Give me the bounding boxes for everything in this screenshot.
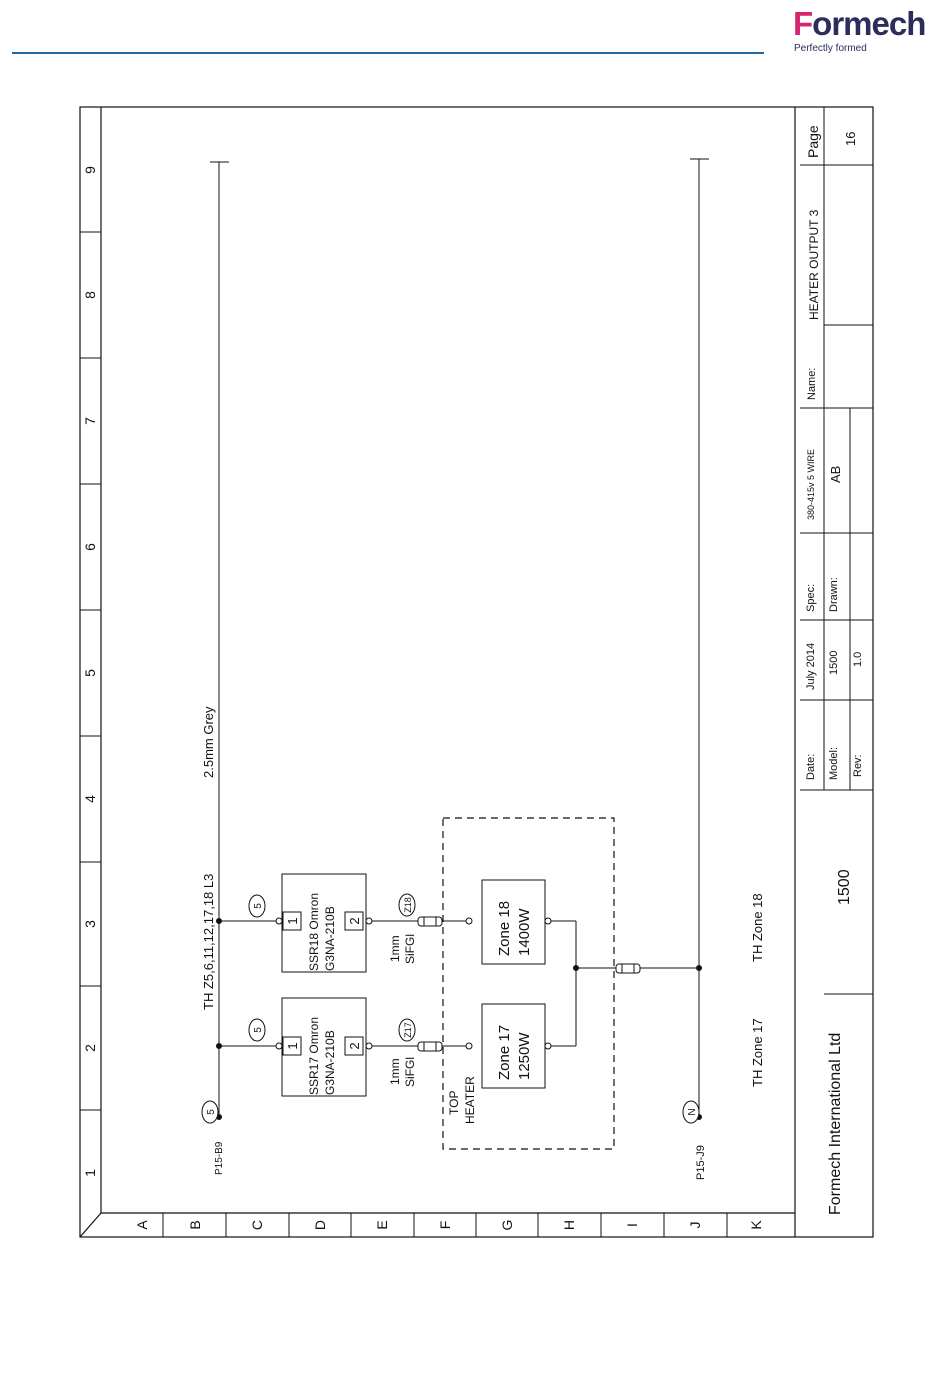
name-value: HEATER OUTPUT 3 <box>807 209 821 320</box>
drawn-label: Drawn: <box>828 577 840 612</box>
column-label: 8 <box>82 291 98 299</box>
row-label: B <box>187 1220 203 1229</box>
ssr18-pin1: 1 <box>285 917 300 924</box>
ssr17-part: G3NA-210B <box>323 1030 337 1095</box>
terminal-top: 5 P15-B9 <box>201 1100 225 1175</box>
column-label: 7 <box>82 417 98 425</box>
terminal-bottom: N P15-J9 <box>682 1100 707 1180</box>
page-label: Page <box>805 125 821 158</box>
wire18-type: SiFGl <box>403 934 417 964</box>
line-label: TH Z5,6,11,12,17,18 L3 <box>201 874 216 1010</box>
date-label: Date: <box>805 754 817 780</box>
date-value: July 2014 <box>805 643 817 690</box>
row-label: E <box>374 1220 390 1229</box>
column-label: 2 <box>82 1044 98 1052</box>
terminal-top-tag: 5 <box>206 1109 217 1115</box>
top-heater-group <box>442 817 615 1150</box>
row-label: A <box>134 1220 150 1230</box>
row-label: J <box>687 1222 703 1229</box>
column-label: 9 <box>82 166 98 174</box>
ssr18-wire-tag: Z18 <box>403 897 413 913</box>
spec-label: Spec: <box>805 584 817 612</box>
spec-value: 380-415v 5 WIRE <box>806 449 816 520</box>
logo-tagline: Perfectly formed <box>794 43 867 54</box>
terminal-bottom-ref: P15-J9 <box>695 1145 707 1180</box>
row-label: H <box>561 1220 577 1230</box>
drawn-value: AB <box>828 466 843 483</box>
rev-value: 1.0 <box>852 652 864 667</box>
th-zone18-label: TH Zone 18 <box>750 893 765 962</box>
zone17-power: 1250W <box>516 1032 533 1080</box>
wire18-size: 1mm <box>388 935 402 962</box>
logo-wordmark: Formech <box>793 5 926 42</box>
formech-logo: Formech Perfectly formed <box>793 6 943 56</box>
ssr17-name: SSR17 Omron <box>307 1017 321 1095</box>
page-value: 16 <box>843 132 858 146</box>
neutral-rail <box>690 158 709 1120</box>
top-heater-label-1: TOP <box>447 1091 461 1115</box>
header-rule <box>12 52 764 54</box>
wire17-size: 1mm <box>388 1058 402 1085</box>
ssr18-name: SSR18 Omron <box>307 893 321 971</box>
terminal-bottom-tag: N <box>687 1108 698 1115</box>
zone-heaters <box>481 879 699 1089</box>
ssr17-tag: 5 <box>253 1027 264 1033</box>
row-label: G <box>499 1220 515 1231</box>
row-label: K <box>748 1220 764 1230</box>
zone17-name: Zone 17 <box>496 1025 513 1080</box>
th-zone17-label: TH Zone 17 <box>750 1018 765 1087</box>
row-label: I <box>624 1223 640 1227</box>
row-label: C <box>249 1220 265 1230</box>
ssr17-branch <box>219 997 473 1097</box>
ssr18-pin2: 2 <box>347 917 362 924</box>
ssr17-wire-tag: Z17 <box>403 1022 413 1038</box>
terminal-top-ref: P15-B9 <box>214 1141 225 1175</box>
column-ruler <box>80 231 101 1111</box>
top-heater-label-2: HEATER <box>463 1076 477 1124</box>
rev-label: Rev: <box>852 754 864 777</box>
ssr18-branch <box>219 873 473 973</box>
model-big: 1500 <box>836 869 853 905</box>
ssr18-part: G3NA-210B <box>323 906 337 971</box>
title-block-lines <box>800 107 873 995</box>
row-label: D <box>312 1220 328 1230</box>
row-ruler <box>162 1213 728 1237</box>
zone18-power: 1400W <box>516 908 533 956</box>
wire17-type: SiFGl <box>403 1057 417 1087</box>
column-label: 1 <box>82 1169 98 1177</box>
supply-rail-l3 <box>210 161 229 1120</box>
model-value: 1500 <box>828 651 840 675</box>
column-label: 6 <box>82 543 98 551</box>
column-label: 4 <box>82 795 98 803</box>
model-label: Model: <box>828 747 840 780</box>
name-label: Name: <box>806 368 818 400</box>
ssr17-pin1: 1 <box>285 1042 300 1049</box>
row-labels: A B C D E F G H I J K <box>134 1220 764 1231</box>
row-label: F <box>437 1221 453 1230</box>
column-label: 3 <box>82 920 98 928</box>
wire-label: 2.5mm Grey <box>201 706 216 778</box>
column-label: 5 <box>82 669 98 677</box>
ssr18-tag: 5 <box>253 903 264 909</box>
ssr17-pin2: 2 <box>347 1042 362 1049</box>
column-labels: 1 2 3 4 5 6 7 8 9 <box>82 166 98 1177</box>
zone18-name: Zone 18 <box>496 901 513 956</box>
company-name: Formech International Ltd <box>827 1033 844 1215</box>
